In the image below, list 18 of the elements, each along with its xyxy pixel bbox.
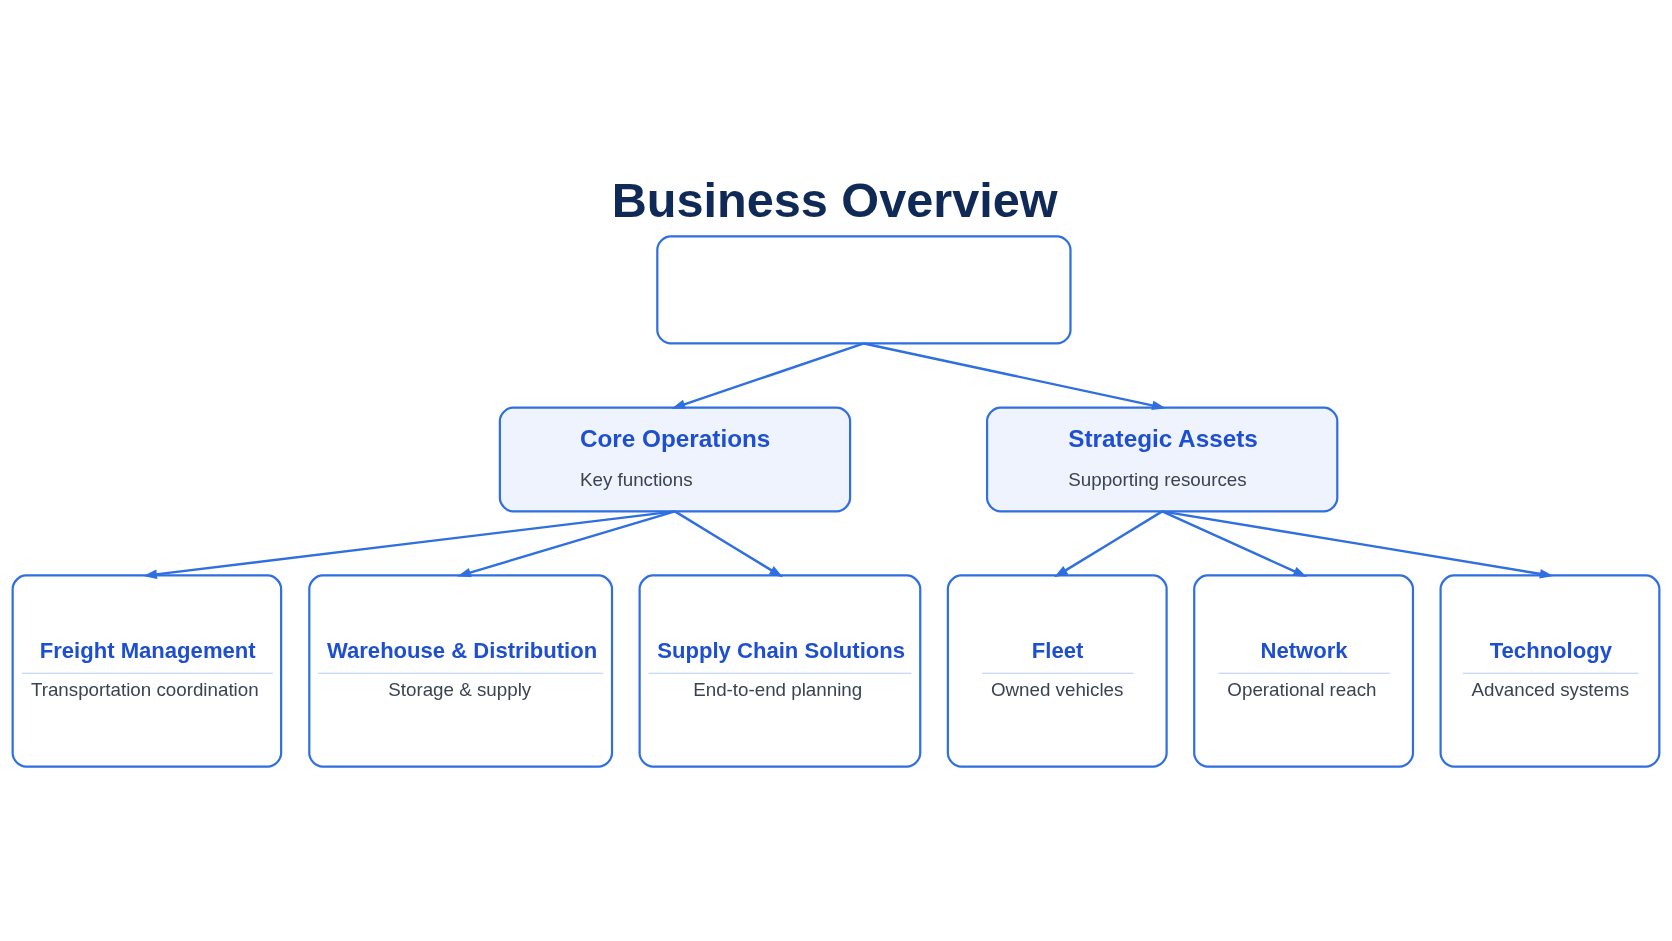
arrow (1162, 510, 1554, 579)
arrow (1161, 510, 1307, 577)
arrow (863, 342, 1166, 411)
arrow (674, 510, 784, 578)
node-box: Supply Chain Solutions End-to-end planning (638, 574, 922, 768)
arrow (1054, 510, 1163, 578)
node-box (656, 235, 1072, 345)
arrow (143, 510, 676, 579)
arrow (671, 342, 865, 409)
node-box: Freight Management Transportation coordination (11, 574, 283, 768)
node-box: Network Operational reach (1193, 574, 1415, 768)
node-box: Warehouse & Distribution Storage & supply (308, 574, 614, 768)
node-box: Core Operations Key functions (498, 406, 852, 513)
node-box: Technology Advanced systems (1439, 574, 1661, 768)
node-box: Fleet Owned vehicles (946, 574, 1168, 768)
node-box: Strategic Assets Supporting resources (985, 406, 1339, 513)
diagram-title: Business Overview (611, 172, 1058, 227)
arrow (457, 510, 676, 578)
